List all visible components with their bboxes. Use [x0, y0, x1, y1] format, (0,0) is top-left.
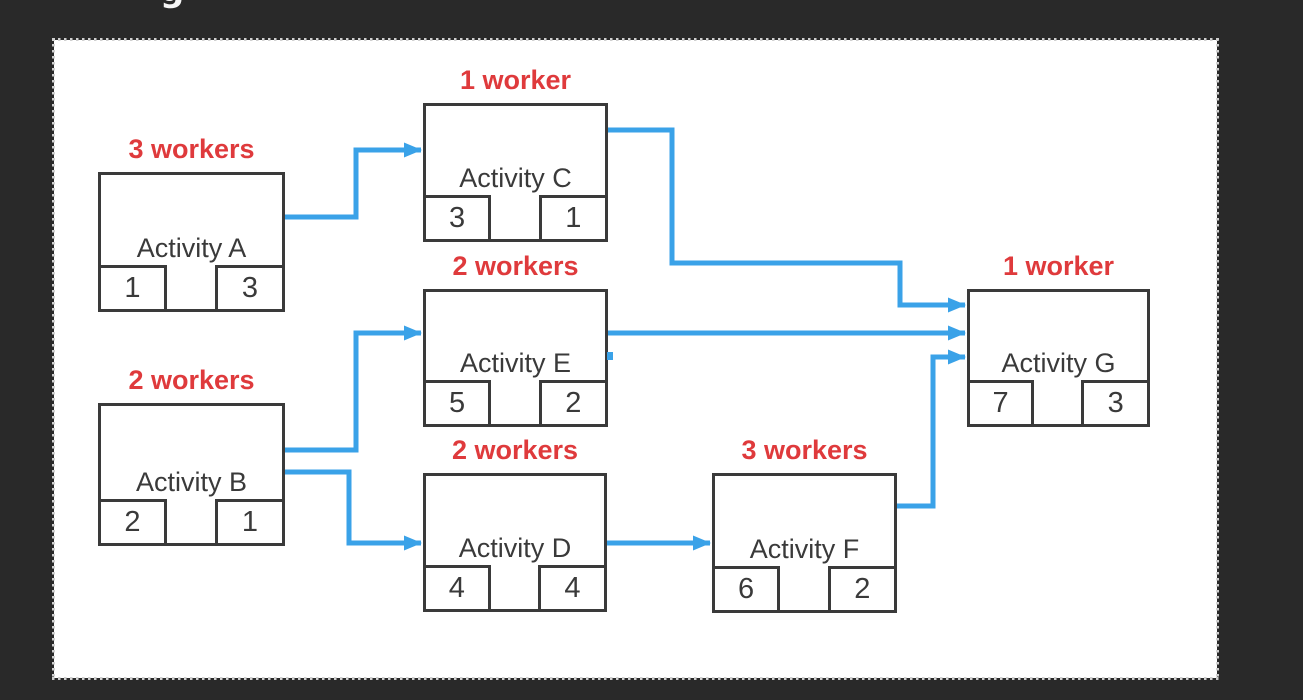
left-value-box-G: 7 [967, 380, 1035, 427]
workers-label-F: 3 workers [741, 435, 868, 465]
activity-name-D: Activity D [458, 533, 572, 563]
selection-border-bottom [52, 677, 1219, 680]
workers-label-D: 2 workers [451, 435, 579, 465]
workers-label-E: 2 workers [452, 251, 579, 281]
right-value-box-E: 2 [538, 380, 608, 427]
selection-border-top [52, 38, 1219, 41]
left-value-box-D: 4 [423, 565, 491, 612]
selection-border-right [1216, 38, 1219, 680]
left-value-box-F: 6 [712, 566, 781, 613]
activity-name-B: Activity B [135, 467, 248, 497]
activity-name-G: Activity G [1001, 348, 1116, 378]
right-value-box-B: 1 [214, 499, 285, 546]
activity-name-C: Activity C [459, 163, 572, 193]
left-value-box-C: 3 [423, 195, 492, 242]
workers-label-G: 1 worker [1002, 251, 1115, 281]
left-value-box-B: 2 [98, 499, 167, 546]
right-value-box-C: 1 [538, 195, 608, 242]
right-value-box-G: 3 [1081, 380, 1150, 427]
activity-name-F: Activity F [749, 534, 860, 564]
selection-border-left [52, 38, 55, 680]
activity-name-E: Activity E [459, 348, 572, 378]
cropped-title-text: g [160, 0, 230, 9]
workers-label-B: 2 workers [128, 365, 255, 395]
workers-label-A: 3 workers [128, 134, 255, 164]
activity-name-A: Activity A [136, 233, 247, 263]
right-value-box-D: 4 [537, 565, 607, 612]
workers-label-C: 1 worker [459, 65, 572, 95]
left-value-box-A: 1 [98, 265, 167, 312]
left-value-box-E: 5 [423, 380, 492, 427]
right-value-box-A: 3 [214, 265, 285, 312]
right-value-box-F: 2 [827, 566, 897, 613]
